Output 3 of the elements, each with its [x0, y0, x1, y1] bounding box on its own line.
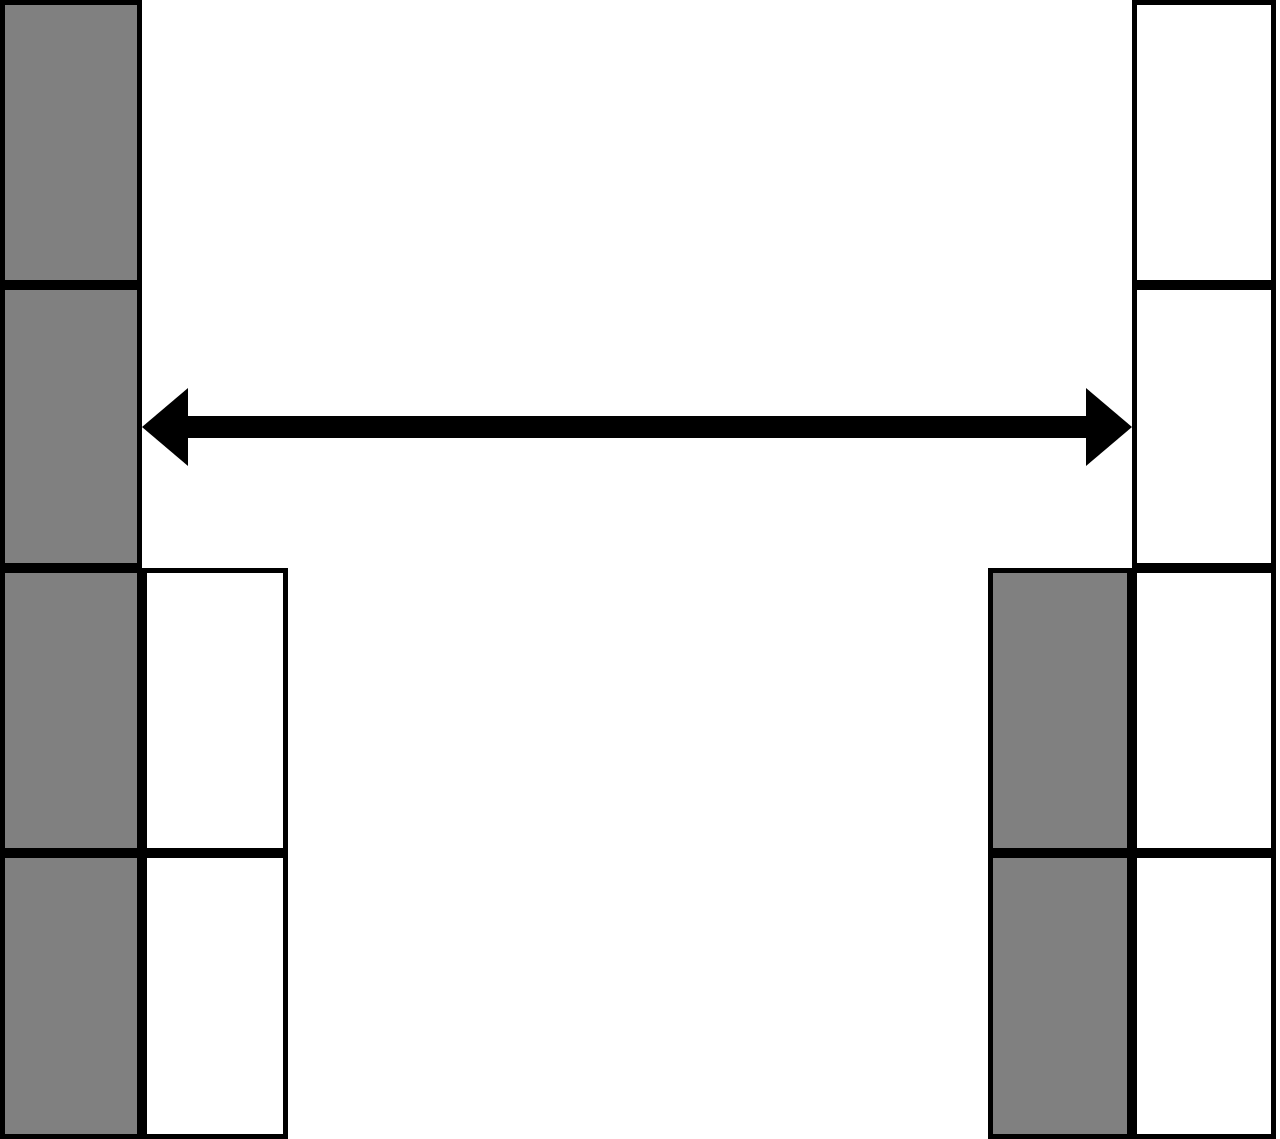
outlined-block — [1132, 0, 1276, 285]
double-arrow — [142, 388, 1132, 466]
filled-block — [0, 0, 142, 285]
